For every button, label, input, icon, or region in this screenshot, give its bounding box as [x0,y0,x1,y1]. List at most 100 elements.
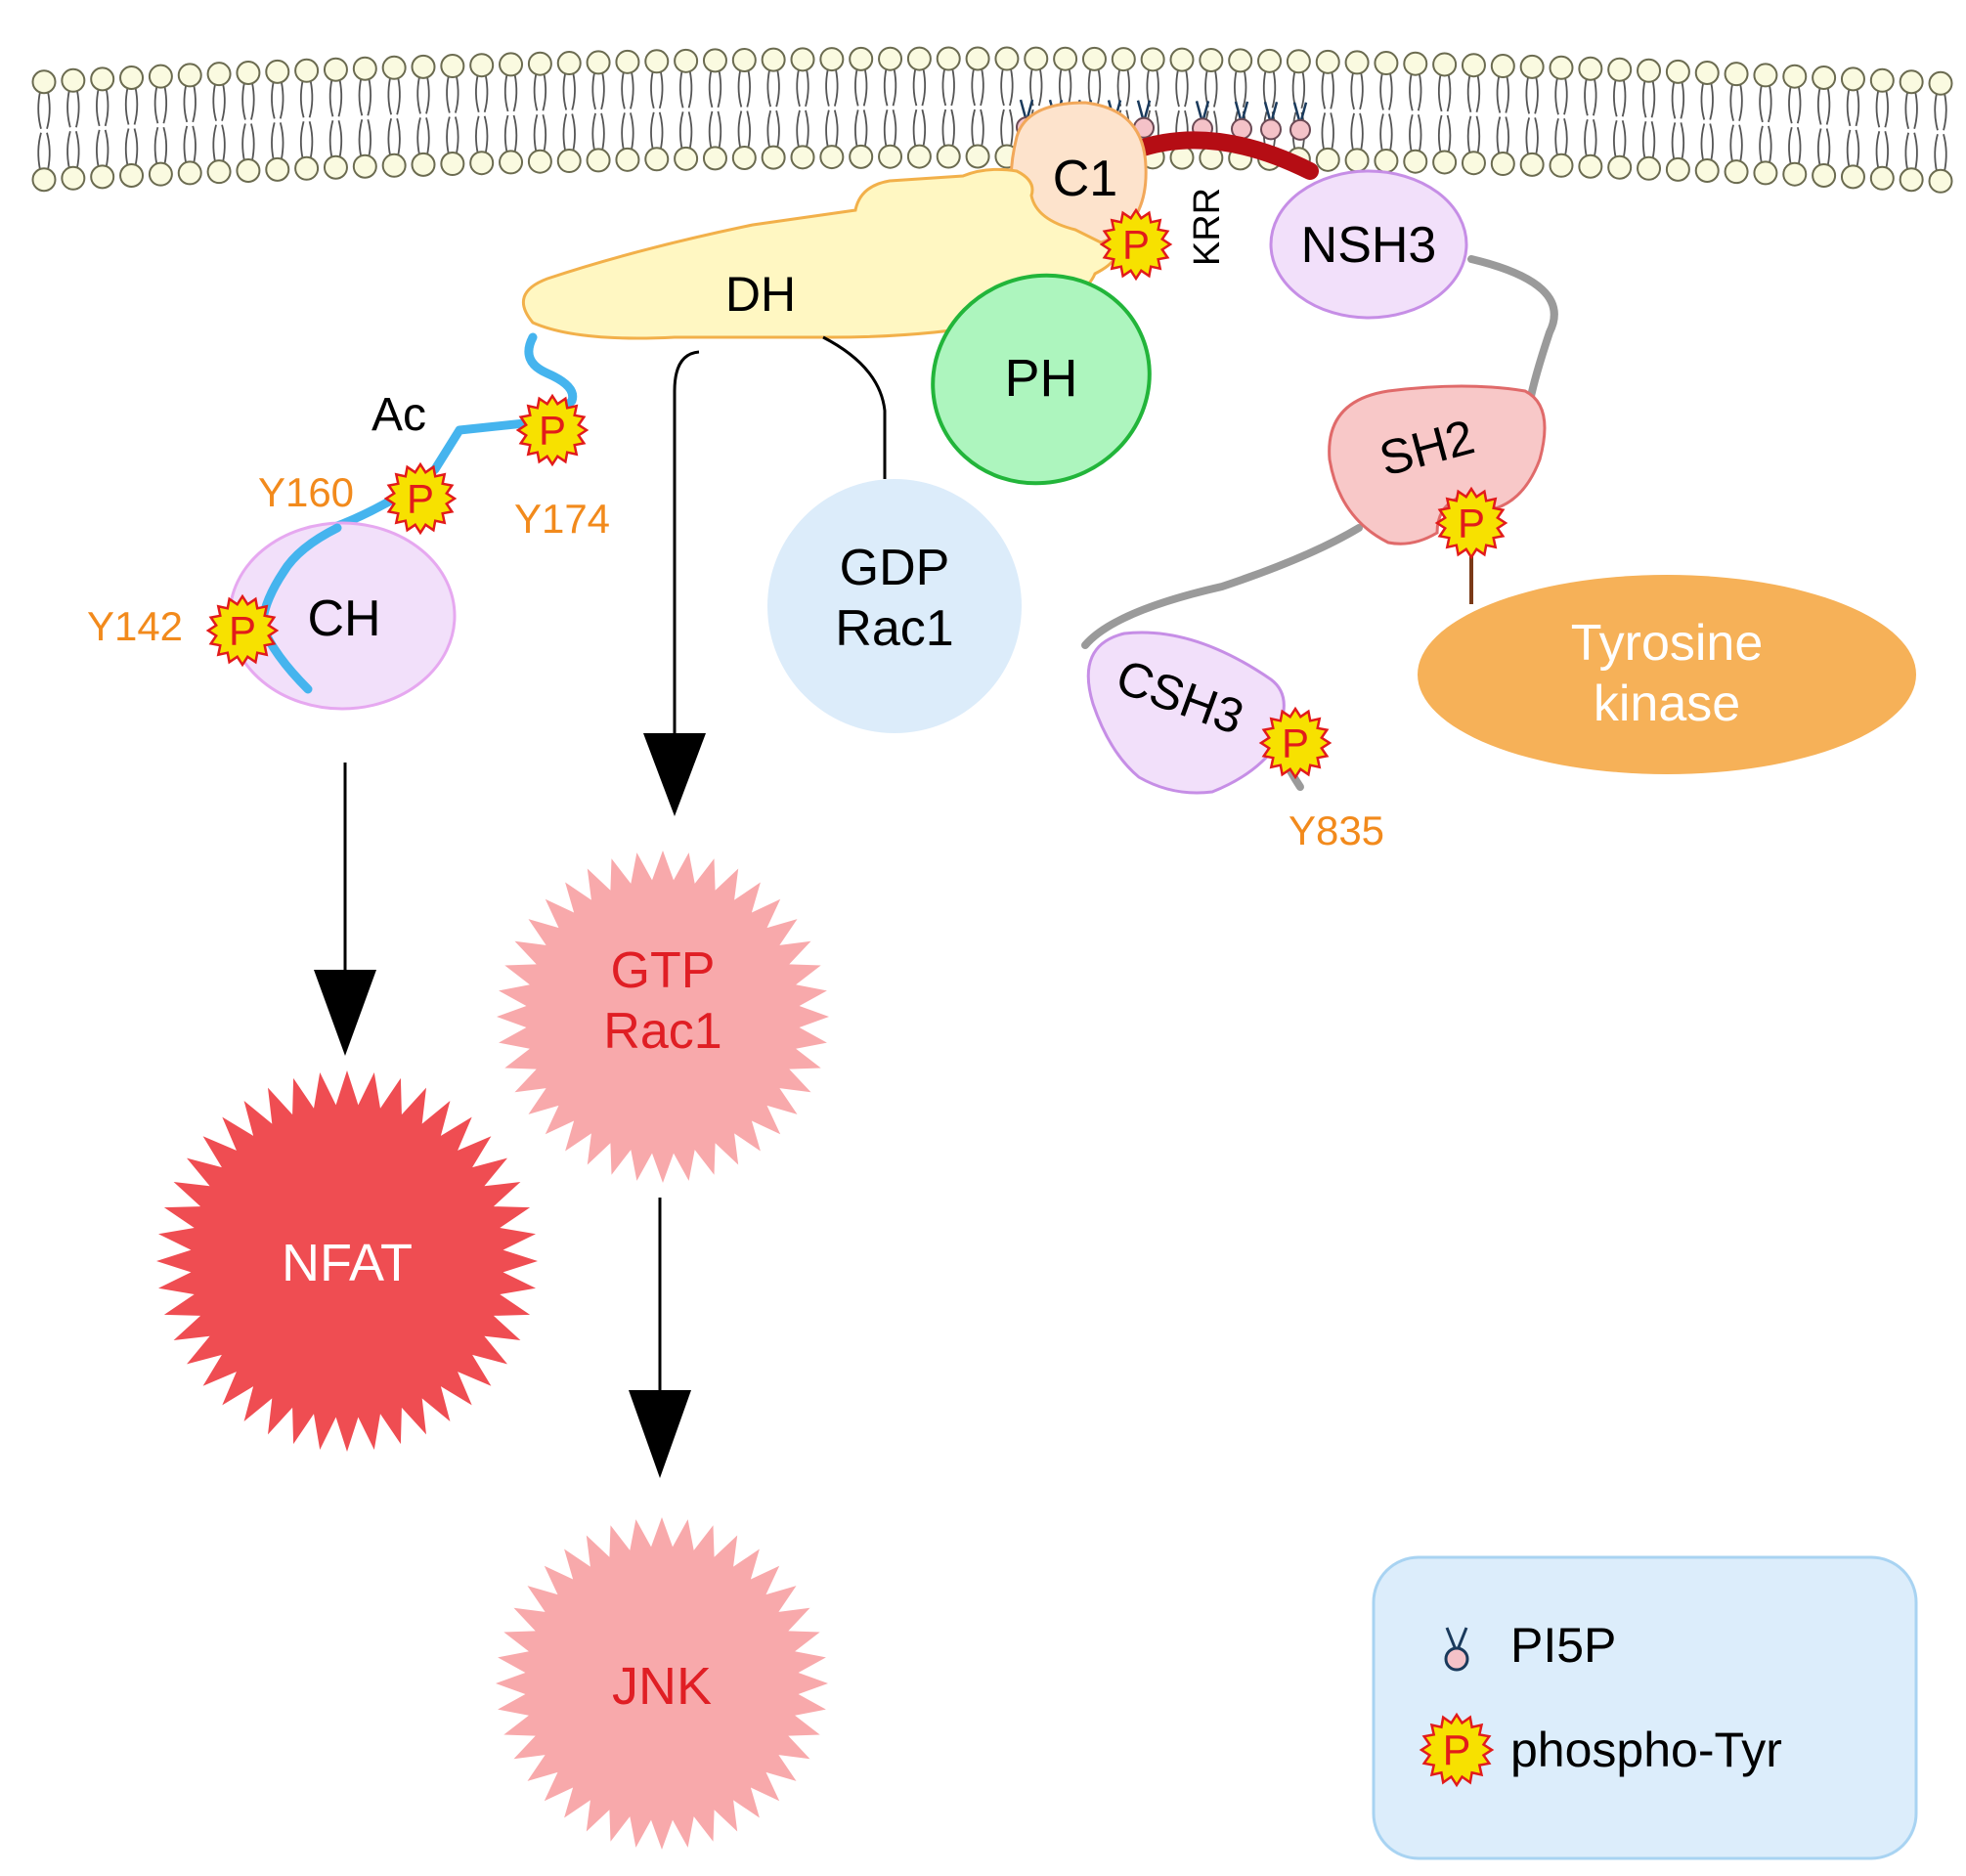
phospho-y835: P [1258,706,1333,780]
lipid [825,68,839,148]
dh-to-gtp-rac1-arrowhead [643,733,706,816]
lipid-head [1315,147,1340,172]
site-y142: Y142 [87,603,183,649]
dh-label: DH [725,267,796,322]
phospho-y142: P [205,593,280,668]
plasma-membrane [31,46,1953,194]
lipid-head [1782,161,1808,187]
phospho-y174: P [515,393,590,467]
lipid [1875,90,1889,169]
lipid [416,76,430,155]
lipid-head [469,151,495,176]
lipid-head [1403,51,1428,76]
lipid [1409,73,1422,153]
lipid [796,68,809,149]
lipid-head [236,157,261,183]
lipid [1846,88,1860,168]
dh-to-gtp-rac1-arrow [673,350,700,743]
phospho-tyr-icon: P [1419,1712,1495,1788]
gtp-rac1-burst [497,851,829,1183]
lipid [1350,71,1364,152]
lipid [96,88,109,168]
lipid-head [1840,66,1865,92]
lipid-head [1344,50,1370,75]
site-y174: Y174 [514,496,610,542]
lipid-head [586,50,611,75]
lipid-head [1549,153,1574,178]
lipid [446,75,459,154]
lipid-head [790,47,815,72]
lipid-head [1607,57,1633,82]
lipid-head [31,69,57,95]
nsh3-domain [1269,169,1468,320]
lipid-head [1374,149,1399,174]
lipid [299,80,314,159]
lipid-head [1637,155,1662,181]
legend-box [1372,1555,1918,1860]
lipid-head [1899,69,1924,95]
lipid-heads [31,46,1953,194]
gtp-rac1-line1: GTP [611,942,716,999]
lipid [503,73,518,153]
lipid [328,79,343,158]
lipid [1437,73,1452,153]
lipid-head [1665,59,1690,84]
lipid-head [1694,158,1720,184]
lipid-head [849,144,874,169]
lipid [475,74,489,153]
lipid-head [1490,152,1515,177]
lipid-head [206,62,232,87]
acidic-linker-front [257,523,342,694]
lipid [1934,93,1947,172]
lipid-head [1812,65,1837,91]
lipid [1700,82,1714,161]
tyrosine-kinase-line1: Tyrosine [1571,615,1764,672]
sh2-csh3-linker [1081,524,1363,649]
lipid-head [1228,48,1253,73]
dh-domain [522,167,1116,340]
lipid-head [1140,47,1165,72]
lipid-head [1374,51,1399,76]
lipid-head [148,161,173,187]
lipid-head [1928,168,1953,194]
lipid-head [731,145,757,170]
lipid-head [556,51,582,76]
lipid-head [236,60,261,85]
lipid-head [148,64,173,89]
lipid-head [1812,163,1837,189]
lipid-head [469,53,495,78]
lipid-head [265,156,290,182]
lipid-head [1432,52,1458,77]
lipid-head [177,160,202,186]
svg-text:P: P [1282,720,1309,766]
site-y160: Y160 [258,469,354,515]
svg-text:P: P [1122,222,1150,268]
lipid-head [878,46,903,71]
lipid-head [61,67,86,93]
svg-text:P: P [407,476,434,522]
svg-text:P: P [1458,501,1485,546]
lipid [1671,81,1685,160]
lipid-head [615,147,640,172]
nsh3-sh2-linker [1467,255,1558,405]
lipid [387,77,401,156]
lipid [1466,74,1481,153]
lipid-tails [37,67,1947,172]
nfat-burst [156,1070,538,1452]
lipid [1904,91,1918,170]
lipid-head [1782,64,1808,89]
lipid-head [31,167,57,193]
lipid [941,67,955,148]
lipid [912,67,927,148]
nsh3-label: NSH3 [1301,217,1437,274]
lipid-head [90,66,115,92]
lipid [1729,83,1743,162]
lipid-head [819,47,845,72]
ph-label: PH [1004,349,1077,408]
lipid-head [1315,49,1340,74]
c1-krr-linker [1125,131,1319,180]
lipid-head [1549,55,1574,80]
lipid [1379,72,1393,152]
